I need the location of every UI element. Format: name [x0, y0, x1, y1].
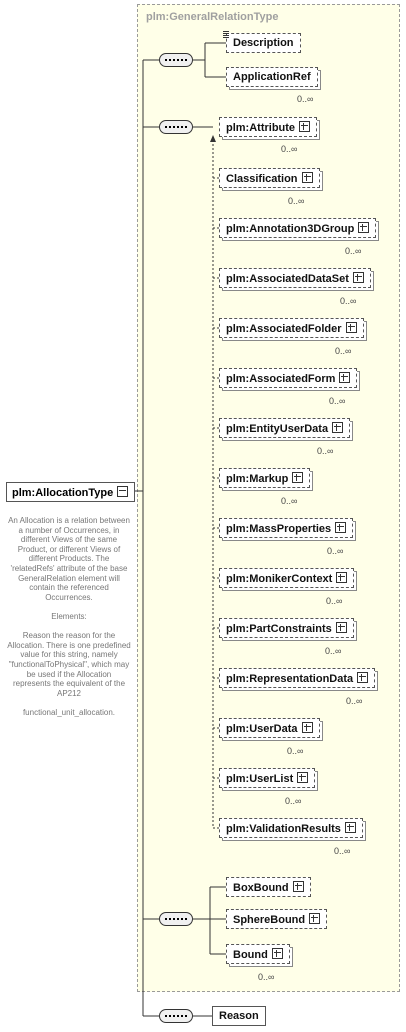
- documentation-icon: [223, 31, 229, 38]
- element-representation-data[interactable]: plm:RepresentationData: [219, 668, 376, 688]
- cardinality: 0..∞: [287, 746, 304, 756]
- collapse-icon[interactable]: [117, 486, 129, 497]
- root-element-label: plm:AllocationType: [12, 487, 114, 499]
- sequence-compositor-2[interactable]: [159, 120, 193, 134]
- expand-icon[interactable]: [332, 422, 344, 433]
- element-user-list[interactable]: plm:UserList: [219, 768, 316, 788]
- element-label: plm:PartConstraints: [226, 623, 332, 635]
- element-user-data[interactable]: plm:UserData: [219, 718, 320, 738]
- element-label: plm:EntityUserData: [226, 423, 329, 435]
- element-label: Bound: [233, 949, 268, 961]
- cardinality: 0..∞: [325, 646, 342, 656]
- expand-icon[interactable]: [299, 121, 311, 132]
- expand-icon[interactable]: [301, 172, 313, 183]
- cardinality: 0..∞: [346, 696, 363, 706]
- expand-icon[interactable]: [352, 272, 364, 283]
- expand-icon[interactable]: [344, 822, 356, 833]
- sequence-icon: [165, 918, 187, 920]
- element-part-constraints[interactable]: plm:PartConstraints: [219, 618, 354, 638]
- element-label: plm:Markup: [226, 473, 289, 485]
- expand-icon[interactable]: [339, 372, 351, 383]
- cardinality: 0..∞: [334, 846, 351, 856]
- element-label: BoxBound: [233, 882, 289, 894]
- expand-icon[interactable]: [358, 222, 370, 233]
- cardinality: 0..∞: [281, 144, 298, 154]
- cardinality: 0..∞: [281, 496, 298, 506]
- cardinality: 0..∞: [285, 796, 302, 806]
- group-title: plm:GeneralRelationType: [146, 11, 279, 23]
- expand-icon[interactable]: [297, 772, 309, 783]
- element-mass-properties[interactable]: plm:MassProperties: [219, 518, 354, 538]
- element-label: SphereBound: [233, 914, 306, 926]
- expand-icon[interactable]: [336, 572, 348, 583]
- annotation-text: An Allocation is a relation between a nu…: [7, 516, 131, 717]
- expand-icon[interactable]: [292, 881, 304, 892]
- element-label: plm:UserList: [226, 773, 294, 785]
- element-description[interactable]: Description: [223, 31, 301, 53]
- sequence-compositor-1[interactable]: [159, 53, 193, 67]
- element-associated-form[interactable]: plm:AssociatedForm: [219, 368, 358, 388]
- element-box-bound[interactable]: BoxBound: [226, 877, 311, 897]
- element-label: ApplicationRef: [233, 71, 311, 83]
- element-application-ref[interactable]: ApplicationRef: [226, 67, 318, 87]
- element-classification[interactable]: Classification: [219, 168, 320, 188]
- expand-icon[interactable]: [271, 948, 283, 959]
- element-label: Classification: [226, 173, 298, 185]
- element-label: plm:MonikerContext: [226, 573, 333, 585]
- element-label: plm:UserData: [226, 723, 298, 735]
- sequence-icon: [165, 1015, 187, 1017]
- cardinality: 0..∞: [340, 296, 357, 306]
- expand-icon[interactable]: [335, 622, 347, 633]
- element-label: plm:MassProperties: [226, 523, 332, 535]
- element-attribute[interactable]: plm:Attribute: [219, 117, 318, 137]
- cardinality: 0..∞: [329, 396, 346, 406]
- root-element[interactable]: plm:AllocationType: [6, 482, 136, 502]
- cardinality: 0..∞: [327, 546, 344, 556]
- cardinality: 0..∞: [317, 446, 334, 456]
- element-markup[interactable]: plm:Markup: [219, 468, 311, 488]
- element-label: plm:Annotation3DGroup: [226, 223, 355, 235]
- expand-icon[interactable]: [335, 522, 347, 533]
- element-annotation3dgroup[interactable]: plm:Annotation3DGroup: [219, 218, 377, 238]
- element-label: plm:AssociatedForm: [226, 373, 336, 385]
- cardinality: 0..∞: [297, 94, 314, 104]
- element-entity-user-data[interactable]: plm:EntityUserData: [219, 418, 351, 438]
- element-validation-results[interactable]: plm:ValidationResults: [219, 818, 363, 838]
- cardinality: 0..∞: [326, 596, 343, 606]
- expand-icon[interactable]: [309, 913, 321, 924]
- cardinality: 0..∞: [345, 246, 362, 256]
- sequence-icon: [165, 59, 187, 61]
- element-label: plm:ValidationResults: [226, 823, 341, 835]
- element-label: plm:RepresentationData: [226, 673, 354, 685]
- cardinality: 0..∞: [288, 196, 305, 206]
- sequence-icon: [165, 126, 187, 128]
- expand-icon[interactable]: [301, 722, 313, 733]
- sequence-compositor-4[interactable]: [159, 1009, 193, 1023]
- element-bound[interactable]: Bound: [226, 944, 290, 964]
- element-sphere-bound[interactable]: SphereBound: [226, 909, 328, 929]
- element-label: plm:Attribute: [226, 122, 296, 134]
- element-moniker-context[interactable]: plm:MonikerContext: [219, 568, 355, 588]
- element-label: plm:AssociatedDataSet: [226, 273, 349, 285]
- element-label: Reason: [219, 1010, 259, 1022]
- element-associated-dataset[interactable]: plm:AssociatedDataSet: [219, 268, 371, 288]
- element-label: plm:AssociatedFolder: [226, 323, 342, 335]
- element-reason[interactable]: Reason: [212, 1006, 266, 1026]
- expand-icon[interactable]: [345, 322, 357, 333]
- cardinality: 0..∞: [335, 346, 352, 356]
- sequence-compositor-3[interactable]: [159, 912, 193, 926]
- element-label: Description: [233, 37, 294, 49]
- expand-icon[interactable]: [357, 672, 369, 683]
- cardinality: 0..∞: [258, 972, 275, 982]
- expand-icon[interactable]: [292, 472, 304, 483]
- element-associated-folder[interactable]: plm:AssociatedFolder: [219, 318, 364, 338]
